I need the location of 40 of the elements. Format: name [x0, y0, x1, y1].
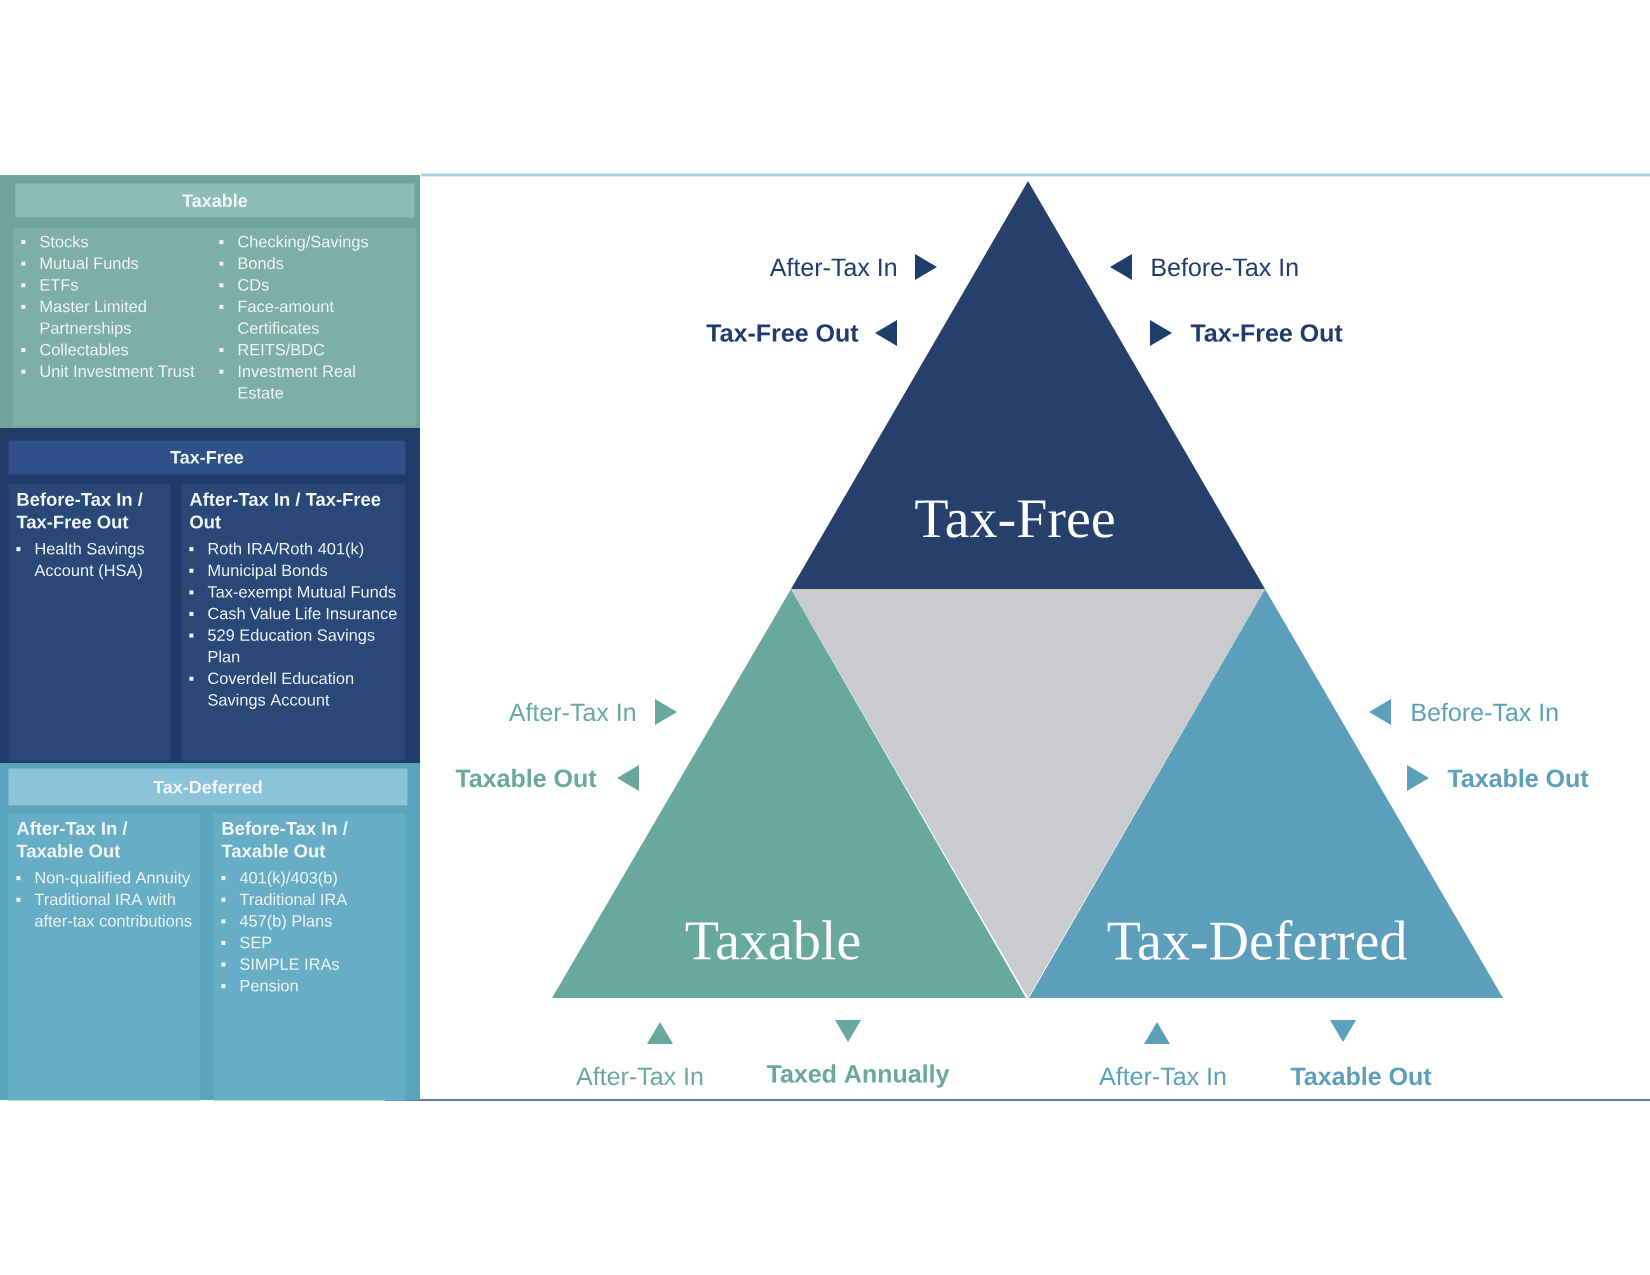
bullet-item: Bonds: [219, 257, 284, 270]
bullet-item: CDs: [219, 279, 269, 291]
flow-label: Taxable Out: [1290, 1066, 1432, 1086]
bullet-item: Traditional IRA: [221, 893, 348, 906]
flow-label: Taxed Annually: [766, 1064, 950, 1088]
bullet-item: SIMPLE IRAs: [221, 958, 340, 970]
bullet-item: Investment Real Estate: [219, 365, 355, 399]
bullet-item: Coverdell Education Savings Account: [189, 672, 354, 709]
bullet-item: Municipal Bonds: [189, 564, 328, 580]
bullet-item: 457(b) Plans: [221, 914, 332, 930]
bullet-item: Non-qualified Annuity: [16, 871, 191, 887]
column-heading: Before-Tax In / Taxable Out: [221, 821, 348, 858]
list-box: [213, 813, 406, 1101]
bullet-item: Mutual Funds: [21, 257, 139, 270]
list-box: [13, 227, 417, 427]
bullet-item: SEP: [221, 936, 272, 949]
list-box: [8, 813, 201, 1101]
bullet-item: Master Limited Partnerships: [21, 300, 146, 338]
bullet-item: Tax-exempt Mutual Funds: [189, 585, 396, 601]
bullet-item: Roth IRA/Roth 401(k): [189, 542, 364, 558]
bullet-item: ETFs: [21, 279, 78, 291]
bullet-item: Traditional IRA with after-tax contributions: [16, 893, 192, 927]
bullet-item: Unit Investment Trust: [21, 365, 195, 378]
bullet-item: Checking/Savings: [219, 235, 369, 251]
column-heading: Before-Tax In / Tax-Free Out: [16, 492, 143, 529]
bullet-item: 529 Education Savings Plan: [189, 628, 375, 663]
column-heading: After-Tax In / Tax-Free Out: [189, 492, 381, 529]
bullet-item: Face-amount Certificates: [219, 300, 334, 334]
bullet-item: Stocks: [21, 235, 89, 248]
flow-label: After-Tax In: [576, 1066, 703, 1086]
bullet-item: 401(k)/403(b): [221, 871, 337, 887]
flow-label: After-Tax In: [1099, 1066, 1226, 1086]
bullet-item: Health Savings Account (HSA): [16, 542, 145, 580]
bullet-item: REITS/BDC: [219, 343, 325, 356]
bullet-item: Pension: [221, 979, 298, 992]
column-heading: After-Tax In / Taxable Out: [16, 821, 128, 858]
bullet-item: Cash Value Life Insurance: [189, 607, 397, 620]
list-box: [181, 484, 406, 761]
list-box: [8, 484, 171, 761]
bullet-item: Collectables: [21, 343, 129, 356]
